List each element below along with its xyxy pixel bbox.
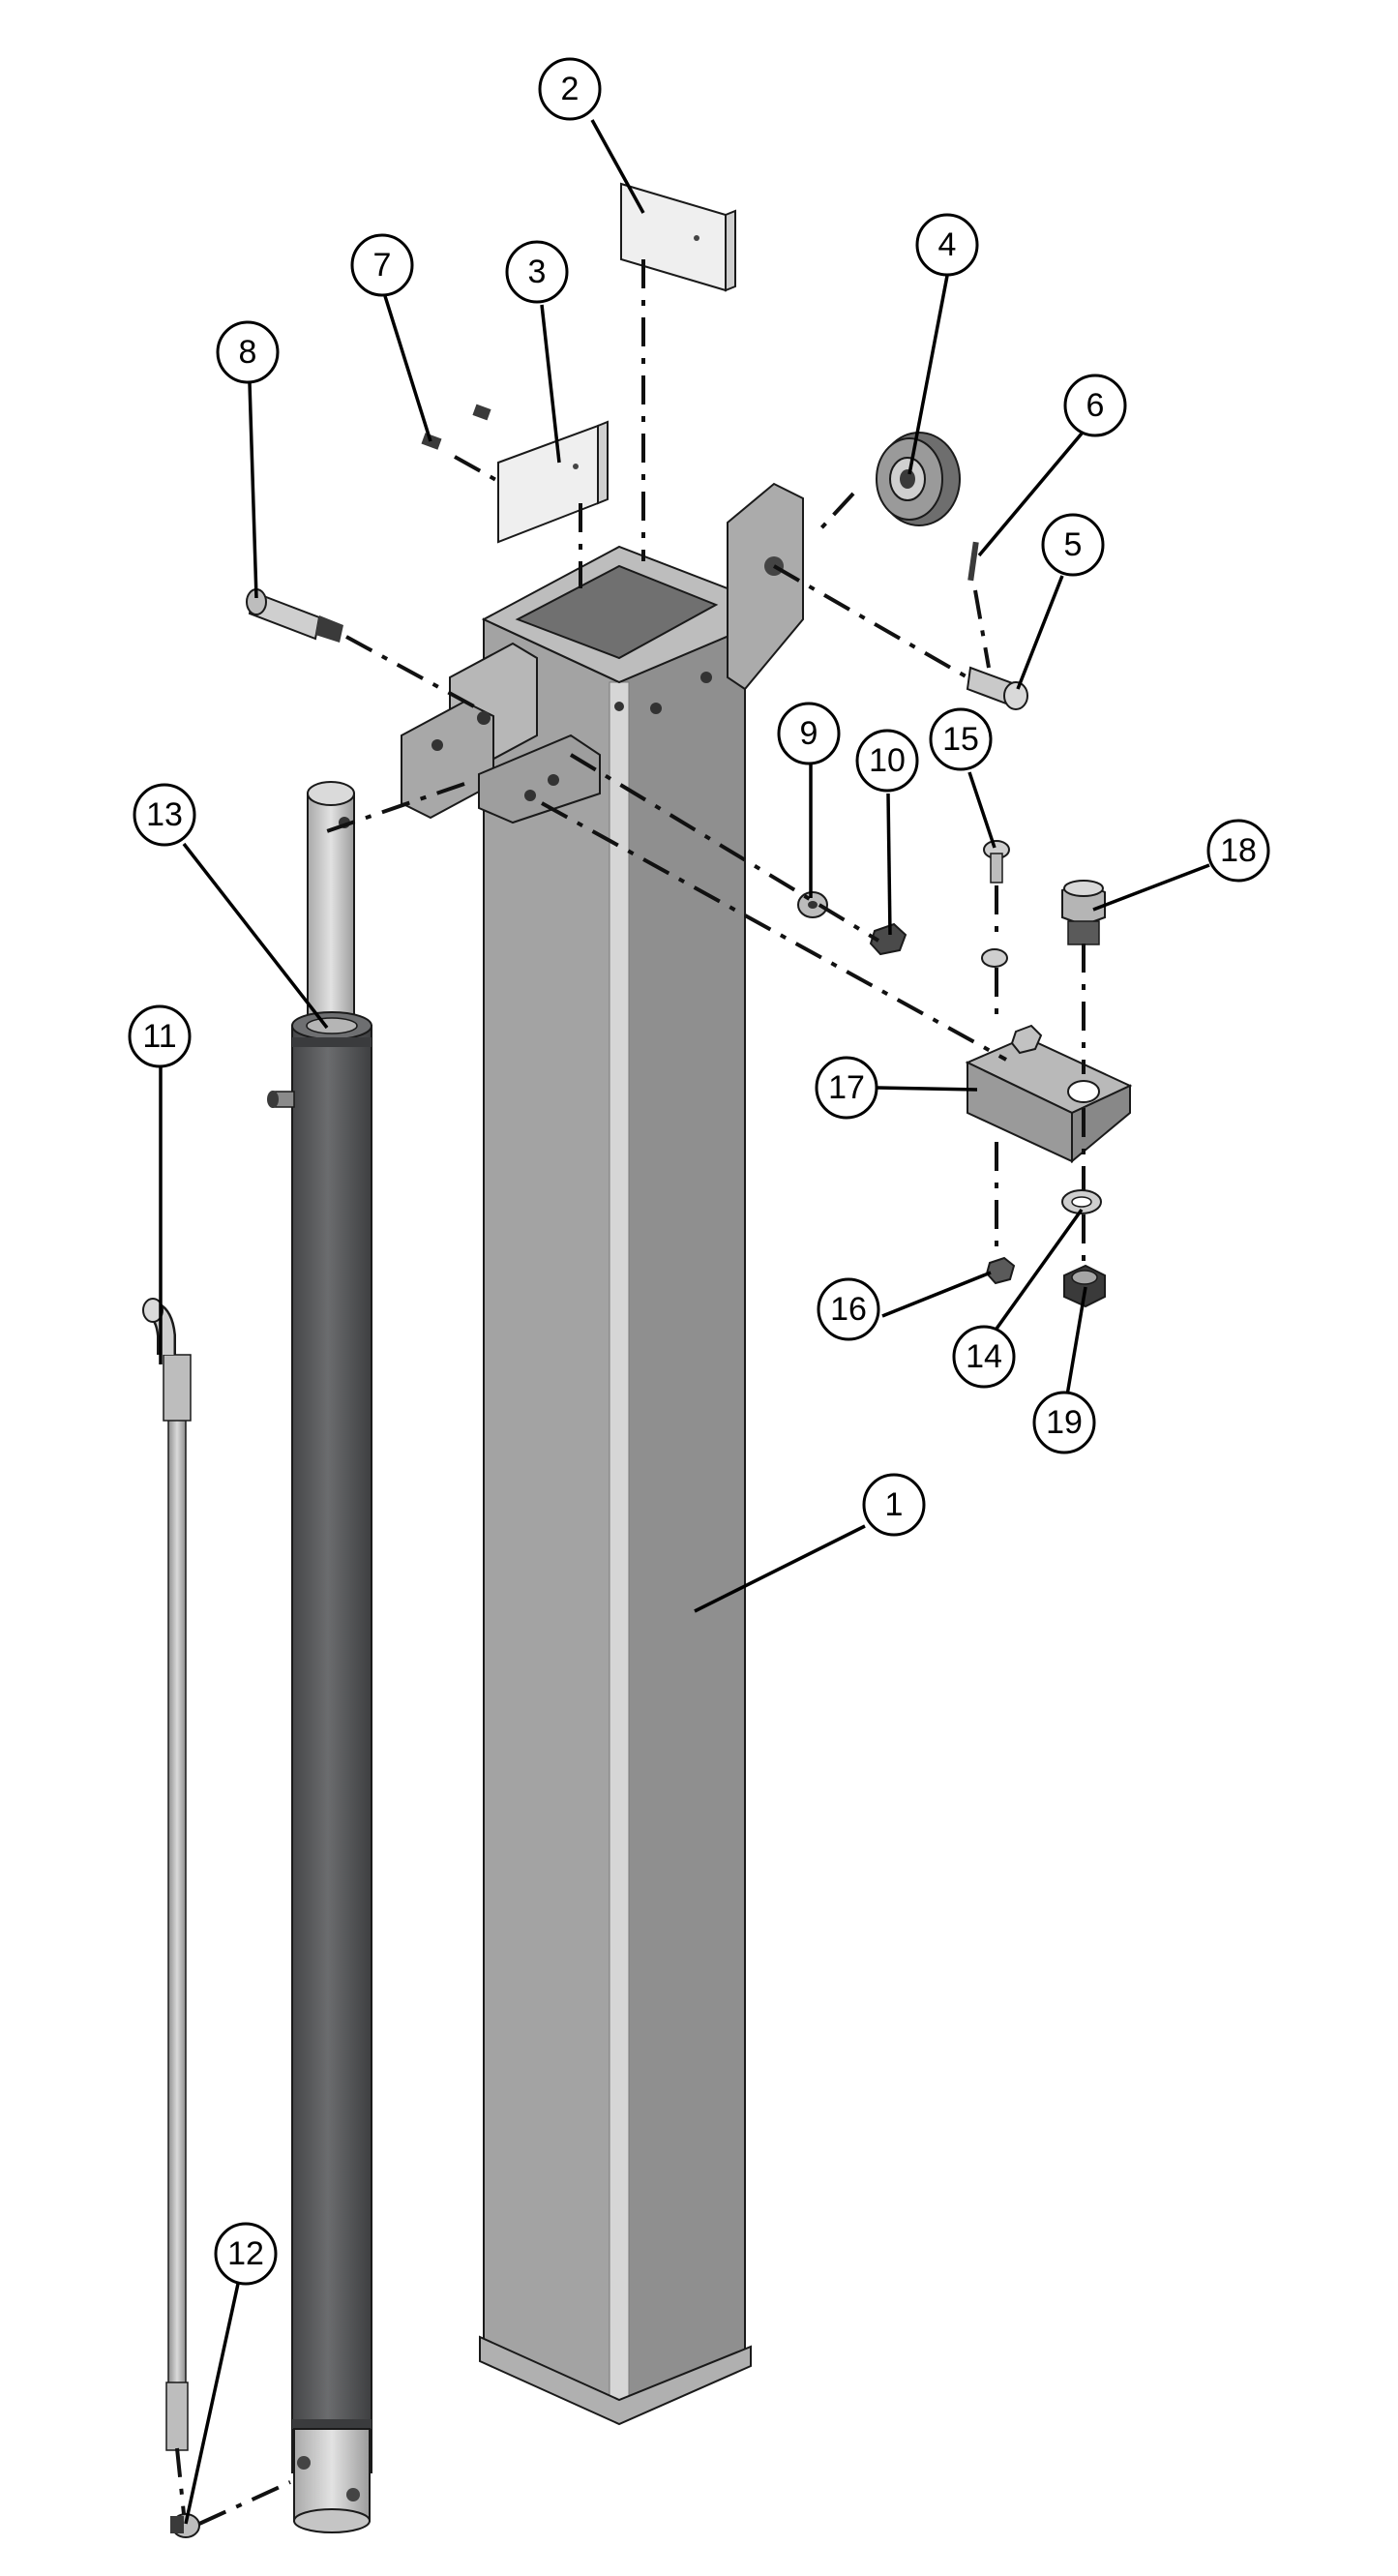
leader-10: [886, 793, 892, 936]
callout-4: 4: [915, 213, 979, 277]
leader-19: [1065, 1286, 1087, 1396]
shaft-5: [966, 666, 1028, 710]
leader-lines: [159, 119, 1210, 2525]
callouts: 1 2 3 4 5 6 7 8 9 10 11 12 13 14 15 16 1…: [128, 57, 1270, 2286]
callout-12: 12: [214, 2222, 278, 2286]
nut-19: [1063, 1264, 1106, 1308]
post-hole: [650, 703, 662, 714]
callout-label-17: 17: [828, 1069, 865, 1106]
callout-label-11: 11: [142, 1018, 176, 1055]
hydraulic-cylinder-13: [267, 781, 372, 2533]
pad-2: [620, 182, 736, 292]
callout-15: 15: [929, 707, 993, 771]
post-hole: [700, 672, 712, 683]
assembly-lines: [175, 259, 1086, 2526]
leader-12: [184, 2283, 240, 2525]
leader-6: [977, 432, 1084, 557]
bolt-15: [983, 840, 1010, 884]
callout-label-3: 3: [528, 254, 547, 290]
callout-label-2: 2: [561, 71, 580, 107]
callout-8: 8: [216, 320, 280, 384]
callout-label-9: 9: [800, 715, 818, 752]
leader-8: [248, 382, 258, 599]
leader-13: [182, 842, 329, 1030]
screw-7: [421, 404, 491, 450]
callout-17: 17: [815, 1056, 878, 1120]
leader-16: [881, 1271, 992, 1318]
callout-label-14: 14: [966, 1338, 1002, 1375]
callout-7: 7: [350, 233, 414, 297]
leader-5: [1016, 575, 1064, 690]
callout-13: 13: [133, 783, 196, 847]
callout-label-7: 7: [373, 247, 392, 284]
callout-label-19: 19: [1046, 1404, 1083, 1441]
callout-label-4: 4: [938, 226, 957, 263]
callout-label-13: 13: [146, 796, 183, 833]
leader-17: [877, 1086, 978, 1092]
bracket-17: [965, 1024, 1133, 1164]
callout-11: 11: [128, 1004, 192, 1068]
callout-19: 19: [1032, 1391, 1096, 1454]
callout-label-1: 1: [885, 1486, 904, 1523]
nut-16: [985, 1256, 1016, 1285]
elbow-fitting-12: [170, 2513, 200, 2538]
callout-2: 2: [538, 57, 602, 121]
post-top-bracket: [727, 482, 804, 691]
lockwasher-14: [1061, 1189, 1102, 1214]
callout-9: 9: [777, 702, 841, 765]
leader-18: [1092, 863, 1210, 912]
sheave-4: [876, 432, 961, 526]
clevis-hole: [431, 739, 443, 751]
callout-label-10: 10: [869, 742, 906, 779]
clevis-hole: [548, 774, 559, 786]
callout-label-12: 12: [227, 2235, 264, 2272]
callout-5: 5: [1041, 513, 1105, 577]
leader-7: [383, 295, 432, 442]
clevis-base-plate: [478, 734, 601, 824]
callout-label-5: 5: [1064, 526, 1083, 563]
pad-3: [497, 420, 609, 544]
post-hole: [614, 702, 624, 711]
callout-label-6: 6: [1086, 387, 1105, 424]
leader-15: [967, 771, 996, 849]
callout-14: 14: [952, 1325, 1016, 1389]
callout-6: 6: [1063, 374, 1127, 437]
post-top-opening: [515, 564, 719, 660]
callout-label-18: 18: [1220, 832, 1257, 869]
callout-18: 18: [1206, 819, 1270, 883]
leader-2: [590, 119, 645, 214]
callout-1: 1: [862, 1473, 926, 1537]
callout-label-16: 16: [830, 1291, 867, 1328]
callout-10: 10: [855, 729, 919, 793]
pin-6: [967, 541, 979, 582]
post-column: [401, 482, 804, 2426]
post-left-face: [483, 617, 620, 2411]
hose-11: [142, 1298, 192, 2451]
clevis-hole: [524, 790, 536, 801]
callout-3: 3: [505, 240, 569, 304]
post-corner-bevel: [609, 681, 630, 2411]
clevis-hole: [477, 711, 491, 725]
pin-8: [246, 588, 343, 643]
post-right-face: [618, 627, 746, 2411]
post-base-plate: [479, 2335, 752, 2426]
leader-14: [990, 1208, 1084, 1337]
washer-15b: [981, 948, 1008, 968]
callout-label-8: 8: [239, 334, 257, 371]
leader-3: [540, 304, 561, 464]
leader-1: [694, 1524, 866, 1613]
callout-label-15: 15: [942, 721, 979, 758]
nut-10: [869, 922, 907, 956]
leader-4: [907, 275, 949, 475]
fitting-18: [1061, 880, 1106, 945]
callout-16: 16: [817, 1277, 880, 1341]
